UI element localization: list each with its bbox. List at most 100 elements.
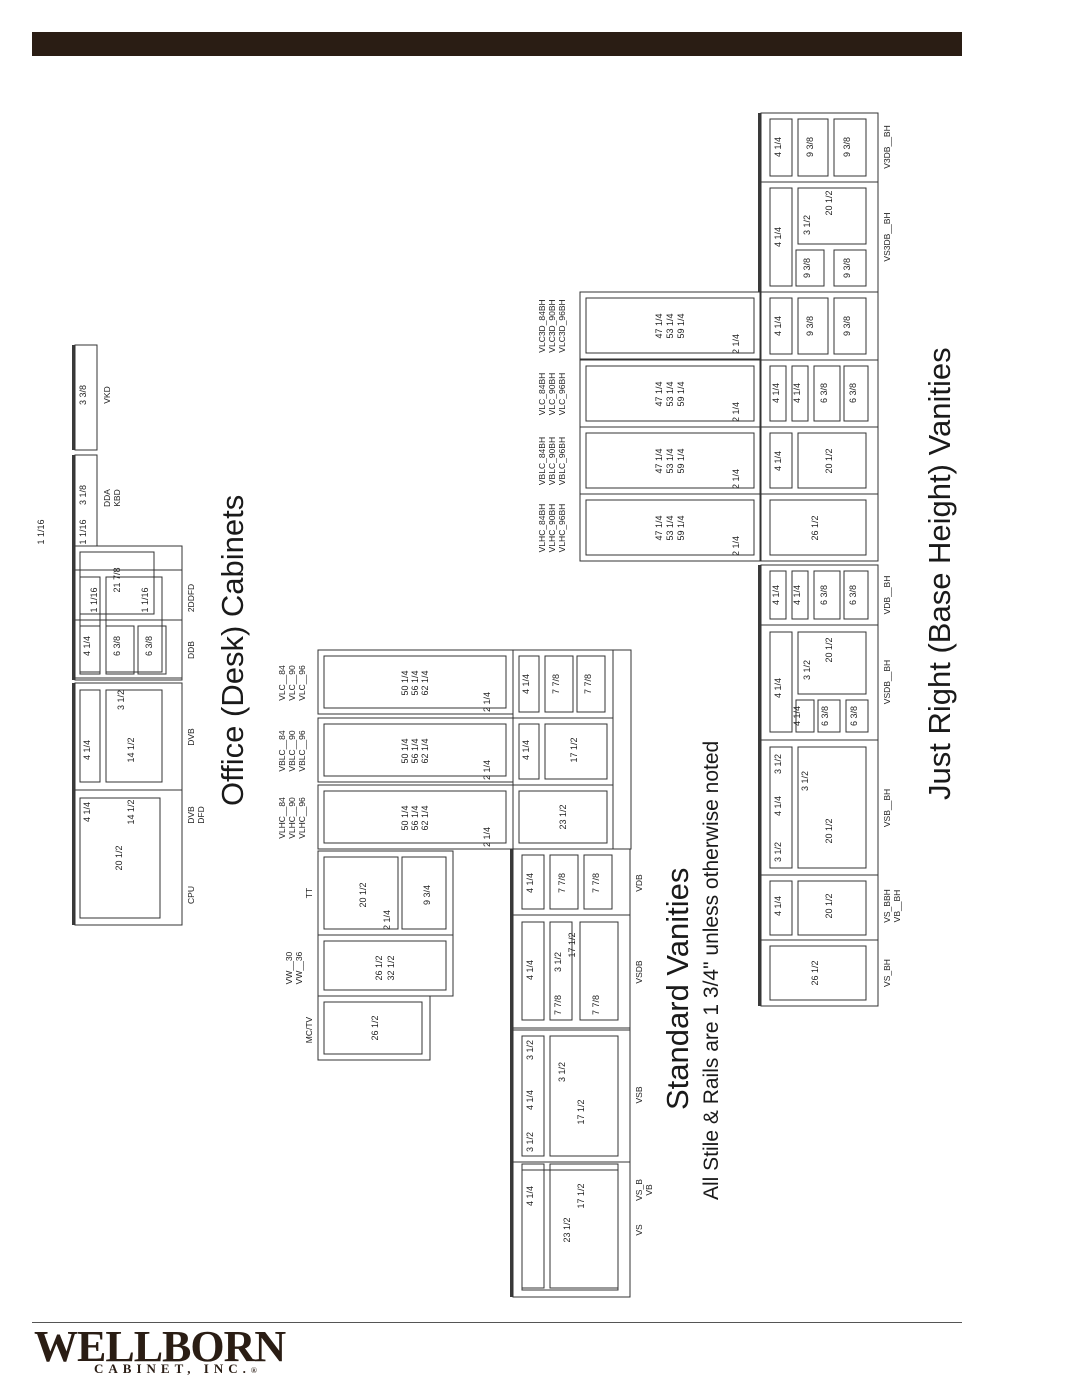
vdb-bh-drawer2: 4 1/4 — [792, 585, 802, 605]
countertop-band — [510, 1028, 513, 1162]
countertop-band — [758, 625, 761, 740]
door-panel — [544, 723, 608, 780]
vs-bh-dim: 26 1/2 — [810, 960, 820, 985]
vsdb-bh-drawer3-dim: 6 3/8 — [820, 706, 830, 726]
vlc3d-bh-label: VLC3D_90BH — [547, 299, 557, 352]
vlc-tall-dim2: 56 1/4 — [410, 670, 420, 695]
drawer-front — [795, 249, 825, 287]
door-panel — [323, 723, 507, 777]
vw-label: VW__36 — [294, 951, 304, 984]
vblc-tall-dim3: 62 1/4 — [420, 738, 430, 763]
vsdb-bh-door-dim: 20 1/2 — [824, 637, 834, 662]
vblc_bh-tall-dim3: 59 1/4 — [676, 448, 686, 473]
vlhc-bh-lower-dim: 26 1/2 — [810, 515, 820, 540]
v3db-bh-label: V3DB__BH — [882, 125, 892, 168]
drawer-front — [79, 551, 155, 615]
vblc_bh-tall-gap: 2 1/4 — [731, 469, 741, 489]
vsb-bh-rail3: 3 1/2 — [800, 771, 810, 791]
ddb-drawer-dim: 4 1/4 — [82, 636, 92, 656]
countertop-band — [758, 875, 761, 940]
drawer-front — [813, 365, 841, 422]
vlc-lower-drawer2: 7 7/8 — [551, 674, 561, 694]
vdb-bh-drawer4: 6 3/8 — [848, 585, 858, 605]
vblc-bh-label: VBLC_96BH — [557, 437, 567, 485]
vsb-bh-rail1: 3 1/2 — [773, 842, 783, 862]
vs-label: VS — [634, 1224, 644, 1236]
vlhc-bh-label: VLHC_90BH — [547, 504, 557, 553]
door-panel — [797, 631, 867, 695]
vsdb-drawer2-dim: 7 7/8 — [553, 995, 563, 1015]
vw-dim1: 26 1/2 — [374, 955, 384, 980]
vdb-drawer3-dim: 7 7/8 — [591, 873, 601, 893]
vlc_bh-tall-dim2: 53 1/4 — [665, 381, 675, 406]
vlc-bh-label: VLC_90BH — [547, 373, 557, 416]
vs-bbh-door-dim: 20 1/2 — [824, 893, 834, 918]
vlc_bh-tall-gap: 2 1/4 — [731, 402, 741, 422]
cpu-dim-width: 20 1/2 — [114, 845, 124, 870]
vs-b-label: VB — [644, 1184, 654, 1196]
vsdb-bh-label: VSDB__BH — [882, 660, 892, 704]
drawer-front — [769, 631, 793, 733]
vblc-lower-door: 17 1/2 — [569, 737, 579, 762]
2ddfd-cabinet — [74, 545, 183, 621]
vlc3d_bh-tall-dim2: 53 1/4 — [665, 313, 675, 338]
vsdb-rail-dim: 3 1/2 — [553, 952, 563, 972]
vblc-tall-dim1: 50 1/4 — [400, 738, 410, 763]
drawer-front — [813, 570, 841, 620]
vdb-bh-drawer1: 4 1/4 — [771, 585, 781, 605]
vlhc-bh-label: VLHC_84BH — [537, 504, 547, 553]
vlhc-label: VLHC__96 — [297, 797, 307, 839]
vlc-bh-tall-upper — [579, 359, 761, 428]
vs-b-drawer-dim: 4 1/4 — [525, 1186, 535, 1206]
vw-dim2: 32 1/2 — [386, 955, 396, 980]
v3db-bh-drawer2: 9 3/8 — [805, 137, 815, 157]
drawer-front — [401, 856, 447, 930]
door-panel — [579, 921, 619, 1021]
vs-bbh-label: VS_BBH — [882, 889, 892, 923]
vlhc_bh-tall-dim3: 59 1/4 — [676, 515, 686, 540]
vs-dim: 23 1/2 — [562, 1217, 572, 1242]
dvb2-label: DVB — [186, 728, 196, 746]
v3db-bh-drawer1: 4 1/4 — [773, 137, 783, 157]
vdb-bh-cabinet — [760, 564, 879, 626]
drawer-front — [843, 365, 869, 422]
door-panel — [79, 797, 161, 919]
drawer-front — [79, 625, 101, 675]
vlc-lower-drawer1: 4 1/4 — [521, 674, 531, 694]
vkd-label: VKD — [102, 386, 112, 403]
vs3db-bh-drawer-dim: 4 1/4 — [773, 227, 783, 247]
mctv-dim: 26 1/2 — [370, 1015, 380, 1040]
vlhc-label: VLHC__84 — [277, 797, 287, 839]
vlc3d-bh-lower-drawer1: 4 1/4 — [773, 316, 783, 336]
vs-bh-label: VS_BH — [882, 959, 892, 987]
vdb-drawer2-dim: 7 7/8 — [557, 873, 567, 893]
drawer-front — [79, 689, 101, 783]
countertop-band — [758, 740, 761, 875]
vblc_bh-tall-dim1: 47 1/4 — [654, 448, 664, 473]
vblc-label: VBLC__90 — [287, 730, 297, 771]
door-panel — [323, 790, 507, 844]
v3db-bh-drawer3: 9 3/8 — [842, 137, 852, 157]
vs-bbh-drawer-dim: 4 1/4 — [773, 896, 783, 916]
drawer-front — [769, 297, 793, 355]
drawer-front — [521, 1163, 545, 1289]
dda-label: DDA — [102, 489, 112, 507]
door-panel — [518, 790, 608, 844]
vsdb-bh-drawer-dim: 4 1/4 — [773, 678, 783, 698]
vsb-bh-label: VSB__BH — [882, 789, 892, 827]
drawer-front — [845, 699, 869, 733]
vkd-dim: 3 3/8 — [78, 385, 88, 405]
vlc3d-bh-lower-drawer2: 9 3/8 — [805, 316, 815, 336]
vlhc-bh-label: VLHC_96BH — [557, 504, 567, 553]
ddfd-gap1: 1 1/16 — [89, 587, 99, 612]
door-panel — [323, 940, 447, 991]
vsb-bh-rail2: 3 1/2 — [773, 754, 783, 774]
vsb-label: VSB — [634, 1086, 644, 1103]
dvb-drawer-dim: 4 1/4 — [82, 802, 92, 822]
drawer-front — [137, 625, 167, 675]
vlc-bh-lower-drawer4: 6 3/8 — [848, 383, 858, 403]
door-panel — [797, 880, 867, 936]
vs-b-label: VS_B — [634, 1179, 644, 1201]
vsdb-drawer-dim: 4 1/4 — [525, 960, 535, 980]
